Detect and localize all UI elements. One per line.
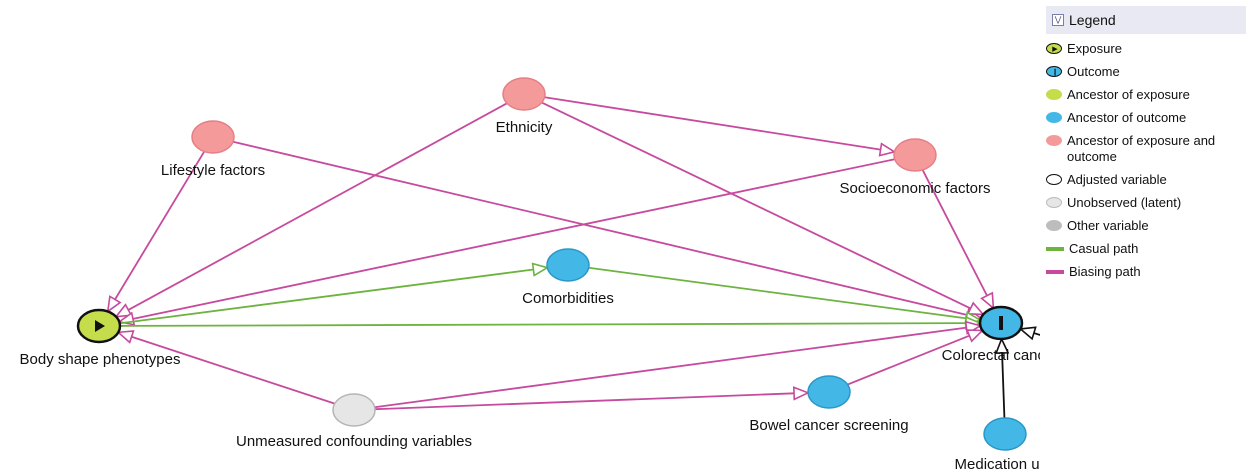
edge-body-to-comorb: [119, 262, 550, 325]
edge-lifestyle-to-body: [106, 151, 206, 314]
node-label: Socioeconomic factors: [840, 180, 991, 197]
legend-label: Other variable: [1067, 218, 1149, 233]
edge-family-to-crc: [1018, 326, 1040, 341]
play-icon: [95, 320, 105, 332]
node-shape[interactable]: [807, 375, 851, 409]
node-shape[interactable]: [191, 120, 235, 154]
bar-icon: [999, 316, 1003, 330]
node-label: Medication use: [955, 456, 1040, 472]
edge-unmeasured-to-screening: [374, 386, 811, 411]
legend-item: Adjusted variable: [1046, 172, 1246, 188]
legend-header[interactable]: ⋁ Legend: [1046, 6, 1246, 34]
collapse-icon[interactable]: ⋁: [1052, 14, 1064, 26]
legend-oval-swatch: [1046, 89, 1062, 100]
legend-oval-swatch: [1046, 197, 1062, 208]
legend-item: Ancestor of outcome: [1046, 110, 1246, 126]
node-shape[interactable]: [502, 77, 546, 111]
legend-oval-swatch: ▶: [1046, 43, 1062, 54]
legend-line-swatch: [1046, 270, 1064, 274]
node-medication[interactable]: Medication use: [955, 417, 1040, 472]
nodes-layer: Body shape phenotypes Colorectal cancer Et…: [20, 77, 1040, 472]
edges-layer: [106, 96, 1040, 419]
node-label: Comorbidities: [522, 290, 614, 307]
legend-label: Ancestor of outcome: [1067, 110, 1187, 125]
node-shape[interactable]: [893, 138, 937, 172]
node-body[interactable]: Body shape phenotypes: [20, 308, 181, 368]
legend-oval-swatch: [1046, 135, 1062, 146]
node-screening[interactable]: Bowel cancer screening: [749, 375, 909, 434]
dag-canvas: Body shape phenotypes Colorectal cancer Et…: [20, 77, 1040, 472]
legend-item: Casual path: [1046, 241, 1246, 257]
arrowhead: [994, 336, 1010, 355]
legend-oval-swatch: [1046, 220, 1062, 231]
legend-item: ❙ Outcome: [1046, 64, 1246, 80]
legend-item: Other variable: [1046, 218, 1246, 234]
arrowhead: [966, 301, 986, 316]
legend-label: Exposure: [1067, 41, 1122, 56]
node-ethnicity[interactable]: Ethnicity: [496, 77, 553, 136]
node-lifestyle[interactable]: Lifestyle factors: [161, 120, 265, 179]
legend-item: Unobserved (latent): [1046, 195, 1246, 211]
edge-ethnicity-to-body: [114, 102, 508, 318]
arrowhead: [1018, 326, 1037, 341]
edge-ses-to-body: [117, 158, 895, 326]
legend-oval-swatch: [1046, 112, 1062, 123]
node-unmeasured[interactable]: Unmeasured confounding variables: [236, 393, 472, 450]
node-label: Unmeasured confounding variables: [236, 433, 472, 450]
node-shape[interactable]: [546, 248, 590, 282]
legend-item: ▶ Exposure: [1046, 41, 1246, 57]
play-icon: ▶: [1052, 46, 1058, 53]
legend-line-swatch: [1046, 247, 1064, 251]
arrowhead: [878, 142, 897, 157]
legend-oval-swatch: ❙: [1046, 66, 1062, 77]
edge-ethnicity-to-ses: [544, 96, 897, 157]
edge-body-to-crc: [119, 315, 983, 331]
legend-label: Ancestor of exposure: [1067, 87, 1190, 102]
node-label: Lifestyle factors: [161, 162, 265, 179]
node-ses[interactable]: Socioeconomic factors: [840, 138, 991, 197]
edge-medication-to-crc: [994, 336, 1010, 419]
legend-label: Unobserved (latent): [1067, 195, 1182, 210]
node-comorb[interactable]: Comorbidities: [522, 248, 614, 307]
edge-ethnicity-to-crc: [541, 101, 986, 316]
edge-unmeasured-to-body: [116, 330, 336, 405]
edge-screening-to-crc: [847, 329, 985, 386]
node-label: Ethnicity: [496, 119, 553, 136]
arrowhead: [965, 329, 985, 343]
edge-ses-to-crc: [921, 169, 995, 310]
legend-oval-swatch: [1046, 174, 1062, 185]
arrowhead: [792, 386, 811, 401]
node-label: Colorectal cancer: [942, 347, 1040, 364]
legend-item: Ancestor of exposure and outcome: [1046, 133, 1246, 165]
legend-item: Biasing path: [1046, 264, 1246, 280]
node-shape[interactable]: [983, 417, 1027, 451]
node-crc[interactable]: Colorectal cancer: [942, 305, 1040, 364]
arrowhead: [116, 330, 135, 344]
legend-label: Casual path: [1069, 241, 1139, 256]
node-label: Bowel cancer screening: [749, 417, 908, 434]
arrowhead: [114, 303, 133, 318]
node-shape[interactable]: [332, 393, 376, 427]
arrowhead: [531, 262, 550, 277]
legend-item: Ancestor of exposure: [1046, 87, 1246, 103]
edge-unmeasured-to-crc: [374, 320, 983, 409]
legend-label: Outcome: [1067, 64, 1120, 79]
node-label: Body shape phenotypes: [20, 351, 181, 368]
legend-label: Biasing path: [1069, 264, 1141, 279]
arrowhead: [106, 295, 122, 314]
arrowhead: [980, 291, 995, 310]
edge-comorb-to-crc: [588, 266, 983, 326]
legend-label: Ancestor of exposure and outcome: [1067, 133, 1216, 164]
bar-icon: ❙: [1052, 69, 1058, 76]
legend-title: Legend: [1069, 12, 1116, 28]
legend-label: Adjusted variable: [1067, 172, 1167, 187]
